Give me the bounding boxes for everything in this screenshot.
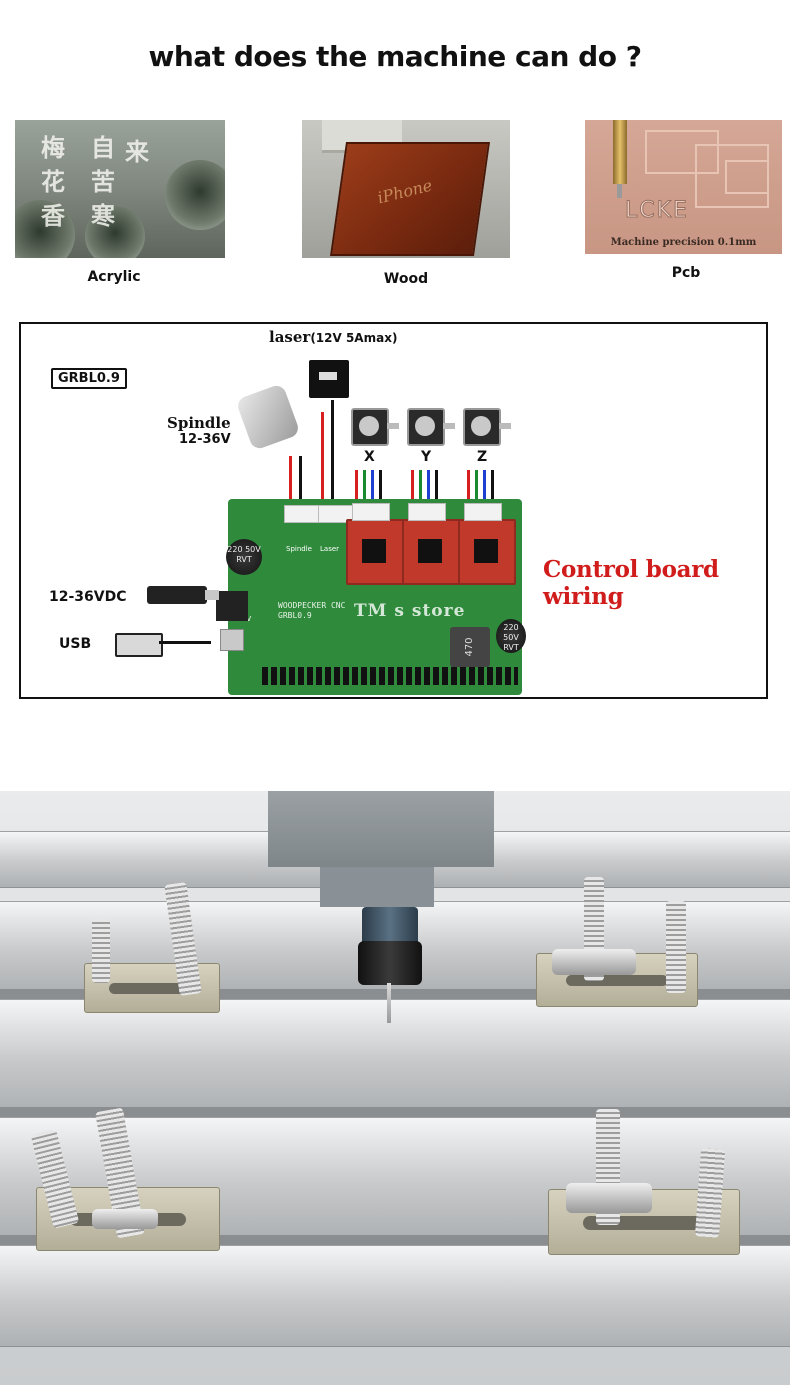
stepper-motor-y-icon xyxy=(407,408,455,446)
end-mill xyxy=(387,983,391,1023)
wood-caption: Wood xyxy=(383,271,429,287)
stepper-motor-x-icon xyxy=(351,408,399,446)
silkscreen-line: WOODPECKER CNC xyxy=(278,601,346,610)
motor-connector-z xyxy=(464,503,502,521)
acrylic-caption: Acrylic xyxy=(87,269,141,285)
pcb-engraving: LCKE xyxy=(625,198,689,224)
grbl-badge: GRBL0.9 xyxy=(51,368,127,389)
board-silkscreen: WOODPECKER CNC GRBL0.9 xyxy=(278,601,345,621)
control-board: Spindle Laser 220 50V RVT 220 50V RVT 47… xyxy=(216,499,526,695)
power-plug-tip xyxy=(205,590,219,600)
gpio-header xyxy=(262,667,518,685)
z-wire xyxy=(475,470,478,500)
pcb-trace xyxy=(645,130,719,174)
plant-pot xyxy=(85,206,145,258)
spindle-wire-red xyxy=(289,456,292,501)
usb-port xyxy=(220,629,244,651)
stepper-driver-z xyxy=(458,519,516,585)
x-wire xyxy=(363,470,366,500)
spindle-voltage: 12-36V xyxy=(179,432,231,447)
header-laser-label: Laser xyxy=(320,545,340,553)
motor-connector-x xyxy=(352,503,390,521)
engraved-glyph: 寒 xyxy=(91,201,115,230)
washer xyxy=(92,1209,158,1229)
y-wire xyxy=(435,470,438,500)
worktable-photo xyxy=(0,791,790,1385)
x-wire xyxy=(379,470,382,500)
stepper-driver-x xyxy=(346,519,404,585)
store-watermark: TM s store xyxy=(354,601,466,621)
capacitor-left: 220 50V RVT xyxy=(226,539,262,575)
pcb-caption: Pcb xyxy=(671,265,701,281)
usb-plug-icon xyxy=(115,633,163,657)
pcb-trace xyxy=(725,160,769,194)
laser-label-text: laser xyxy=(269,328,311,346)
silkscreen-line: GRBL0.9 xyxy=(278,611,312,620)
z-wire xyxy=(491,470,494,500)
power-plug-icon xyxy=(147,586,207,604)
t-slot xyxy=(0,989,790,999)
table-rail xyxy=(0,1245,790,1347)
spindle-label: Spindle xyxy=(167,414,231,432)
axis-label-y: Y xyxy=(421,449,432,465)
usb-cable xyxy=(159,641,211,644)
dc-jack xyxy=(216,591,248,621)
clamp-bolt xyxy=(92,919,110,983)
x-wire xyxy=(371,470,374,500)
power-input-label: 12-36VDC xyxy=(49,589,127,605)
t-slot xyxy=(0,1235,790,1245)
clamp-bolt xyxy=(666,901,686,993)
engraved-glyph: 来 xyxy=(125,137,149,166)
pcb-sample-photo: LCKE Machine precision 0.1mm xyxy=(585,120,782,254)
spindle-connector xyxy=(284,505,322,523)
t-slot xyxy=(0,1107,790,1117)
y-wire xyxy=(411,470,414,500)
headline: what does the machine can do ? xyxy=(148,40,642,73)
spindle-mount-lower xyxy=(320,867,434,907)
axis-label-z: Z xyxy=(477,449,488,465)
wiring-diagram: GRBL0.9 laser(12V 5Amax) Spindle 12-36V … xyxy=(19,322,768,699)
wiring-title: Control board wiring xyxy=(543,556,719,610)
plant-pot xyxy=(15,200,75,258)
tool-tip xyxy=(617,184,622,198)
spindle-mount xyxy=(268,791,494,867)
y-wire xyxy=(427,470,430,500)
stepper-driver-y xyxy=(402,519,460,585)
acrylic-sample-photo: 梅 花 香 自 苦 寒 来 xyxy=(15,120,225,258)
spindle-wire-black xyxy=(299,456,302,501)
inductor: 470 xyxy=(450,627,490,667)
engraved-glyph: 梅 xyxy=(41,133,65,162)
y-wire xyxy=(419,470,422,500)
motor-connector-y xyxy=(408,503,446,521)
usb-label: USB xyxy=(59,636,92,652)
collet-nut xyxy=(358,941,422,985)
z-wire xyxy=(483,470,486,500)
capacitor-right: 220 50V RVT xyxy=(496,619,526,653)
laser-wire-red xyxy=(321,412,324,500)
laser-label: laser(12V 5Amax) xyxy=(269,328,397,346)
engraved-glyph: 香 xyxy=(41,201,65,230)
laser-module-icon xyxy=(309,360,349,398)
wing-nut xyxy=(566,1183,652,1213)
wood-sample-photo: iPhone xyxy=(302,120,510,258)
plant-pot xyxy=(165,160,225,230)
z-wire xyxy=(467,470,470,500)
stepper-motor-z-icon xyxy=(463,408,511,446)
laser-spec: (12V 5Amax) xyxy=(310,331,398,345)
laser-wire-black xyxy=(331,400,334,500)
axis-label-x: X xyxy=(364,449,375,465)
spindle-motor-icon xyxy=(235,383,301,451)
x-wire xyxy=(355,470,358,500)
engraved-glyph: 苦 xyxy=(91,167,115,196)
header-spindle-label: Spindle xyxy=(286,545,312,553)
engraved-glyph: 自 xyxy=(91,133,115,162)
precision-note: Machine precision 0.1mm xyxy=(610,237,757,248)
engraving-tool xyxy=(613,120,627,184)
wing-nut xyxy=(552,949,636,975)
engraved-glyph: 花 xyxy=(41,167,65,196)
table-rail xyxy=(0,999,790,1111)
